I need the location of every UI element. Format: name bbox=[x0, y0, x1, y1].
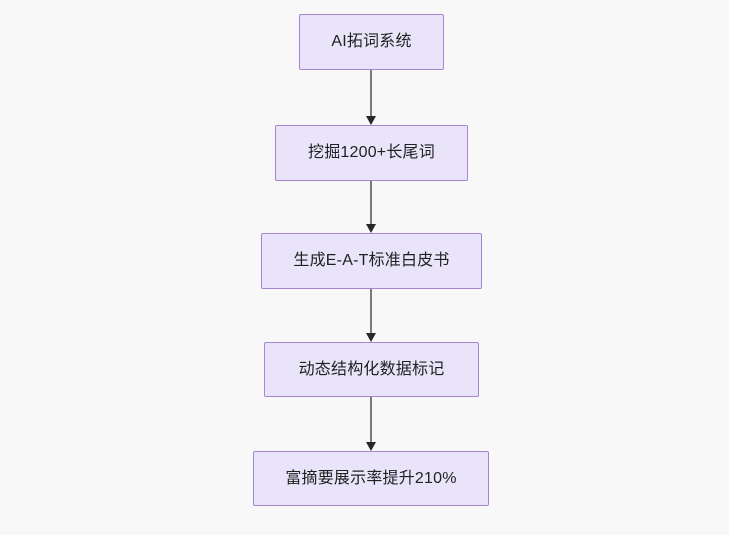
edge-line bbox=[370, 289, 372, 333]
edge-line bbox=[370, 397, 372, 442]
flow-node-ai-keyword-system[interactable]: AI拓词系统 bbox=[299, 14, 444, 70]
edge-line bbox=[370, 181, 372, 224]
flow-node-dynamic-structured-data[interactable]: 动态结构化数据标记 bbox=[264, 342, 479, 397]
flow-node-label: 挖掘1200+长尾词 bbox=[308, 144, 435, 161]
arrowhead-icon bbox=[365, 116, 376, 125]
flow-node-label: 生成E-A-T标准白皮书 bbox=[293, 252, 450, 269]
arrowhead-icon bbox=[365, 224, 376, 233]
arrowhead-icon bbox=[365, 442, 376, 451]
flow-node-label: 富摘要展示率提升210% bbox=[285, 469, 457, 487]
edge-line bbox=[370, 70, 372, 116]
flow-node-label: AI拓词系统 bbox=[331, 33, 412, 50]
flow-node-label: 动态结构化数据标记 bbox=[298, 360, 445, 378]
flow-node-rich-snippet-uplift[interactable]: 富摘要展示率提升210% bbox=[253, 451, 489, 506]
flow-node-generate-eat-whitepaper[interactable]: 生成E-A-T标准白皮书 bbox=[261, 233, 482, 289]
arrowhead-icon bbox=[365, 333, 376, 342]
flow-node-mine-longtail-keywords[interactable]: 挖掘1200+长尾词 bbox=[275, 125, 468, 181]
